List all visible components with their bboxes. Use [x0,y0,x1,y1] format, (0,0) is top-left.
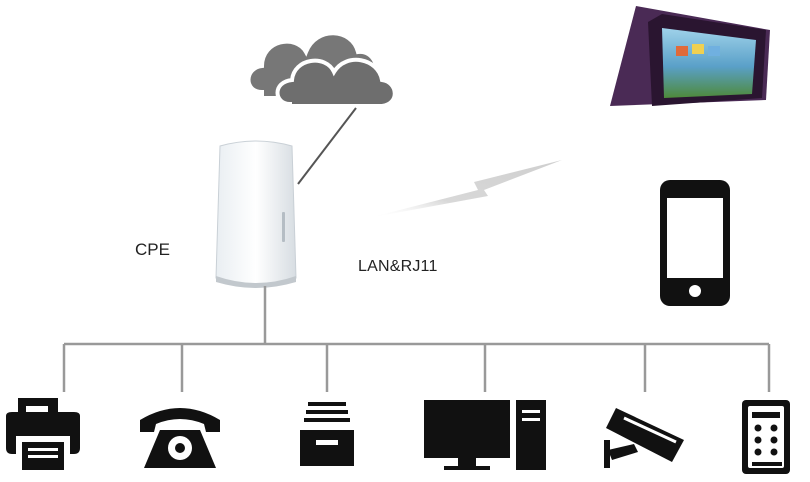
wireless-signal-icon [368,160,562,218]
cloud-link-line [297,107,357,185]
security-camera-icon [604,408,684,468]
cpe-label: CPE [135,240,170,259]
printer-icon [6,398,80,470]
smartphone-icon [660,180,730,306]
network-bus [62,286,771,392]
cpe-router-icon [215,140,297,288]
lan-rj11-label: LAN&RJ11 [358,258,438,275]
cloud-icon [246,31,397,108]
inbox-tray-icon [300,402,354,466]
door-lock-keypad-icon [742,400,790,474]
telephone-icon [140,408,220,468]
tablet-icon [610,6,770,106]
desktop-computer-icon [424,400,546,470]
